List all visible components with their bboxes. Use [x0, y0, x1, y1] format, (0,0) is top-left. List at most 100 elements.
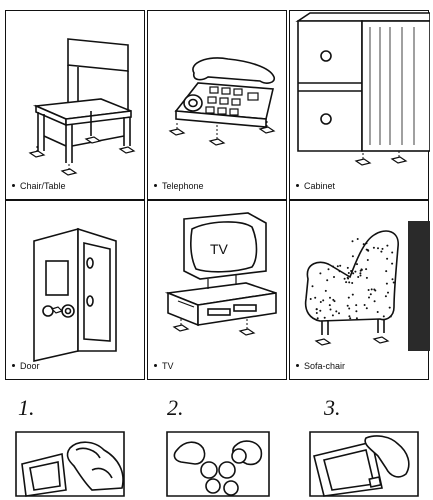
upholstery-dot [346, 304, 349, 307]
upholstery-dot [309, 298, 312, 300]
upholstery-dot [385, 282, 388, 285]
upholstery-dot [359, 272, 362, 275]
upholstery-dot [351, 282, 354, 284]
upholstery-dot [319, 301, 322, 303]
upholstery-dot [314, 296, 317, 299]
caption-door: Door [12, 361, 40, 371]
bullet-dot [12, 184, 15, 188]
upholstery-dot [333, 276, 335, 278]
upholstery-dot [363, 304, 366, 306]
upholstery-dot [351, 293, 354, 296]
upholstery-dot [315, 308, 318, 311]
upholstery-dot [328, 304, 331, 307]
upholstery-dot [373, 288, 376, 291]
upholstery-dot [324, 289, 327, 292]
caption-text: TV [162, 361, 174, 371]
upholstery-dot [370, 288, 373, 291]
upholstery-dot [367, 289, 370, 291]
sofa-chair-icon [304, 221, 430, 351]
upholstery-dot [316, 317, 319, 320]
upholstery-dot [348, 281, 351, 284]
upholstery-dot [368, 296, 370, 299]
upholstery-dot [356, 238, 359, 240]
step-number: 1. [18, 395, 35, 420]
upholstery-dot [386, 244, 389, 247]
upholstery-dot [357, 276, 360, 278]
bullet-dot [12, 364, 15, 368]
step-number: 3. [324, 395, 341, 420]
upholstery-dot [345, 281, 348, 284]
upholstery-dot [348, 307, 351, 310]
upholstery-dot [365, 307, 368, 310]
caption-text: Door [20, 361, 40, 371]
upholstery-dot [382, 315, 385, 318]
upholstery-dot [351, 240, 354, 243]
upholstery-dot [319, 309, 322, 312]
telephone-icon [168, 57, 276, 146]
upholstery-dot [354, 270, 357, 273]
upholstery-dot [376, 311, 379, 313]
step-3: 3. [292, 395, 433, 500]
upholstery-dot [355, 317, 358, 320]
step-2: 2. [147, 395, 287, 500]
upholstery-dot [385, 270, 388, 273]
wall-edge [408, 221, 430, 351]
upholstery-dot [391, 278, 394, 281]
clean-surface-icon [15, 431, 125, 497]
upholstery-dot [391, 251, 394, 254]
upholstery-dot [315, 312, 318, 314]
upholstery-dot [369, 293, 372, 296]
upholstery-dot [365, 276, 368, 279]
upholstery-dot [349, 317, 352, 320]
upholstery-dot [366, 259, 369, 261]
upholstery-dot [311, 285, 314, 288]
bullet-dot [154, 184, 157, 188]
cabinet-icon [295, 12, 430, 166]
upholstery-dot [352, 272, 355, 275]
upholstery-dot [323, 316, 326, 319]
caption-chair-table: Chair/Table [12, 181, 66, 191]
upholstery-dot [377, 247, 379, 250]
door-icon [33, 227, 117, 363]
cell-cabinet: Cabinet [289, 10, 430, 200]
caption-tv: TV [154, 361, 174, 371]
upholstery-dot [346, 266, 349, 269]
upholstery-dot [338, 312, 340, 315]
cell-door: Door [5, 200, 145, 380]
tv-screen-label: TV [210, 241, 229, 257]
upholstery-dot [365, 248, 368, 251]
chair-icon [28, 38, 136, 176]
caption-cabinet: Cabinet [296, 181, 335, 191]
upholstery-dot [355, 310, 358, 313]
upholstery-dot [384, 295, 387, 298]
peel-pad-icon [166, 431, 270, 497]
caption-text: Chair/Table [20, 181, 66, 191]
upholstery-dot [387, 291, 389, 294]
apply-pad-icon [309, 431, 419, 497]
caption-text: Cabinet [304, 181, 336, 191]
upholstery-dot [372, 246, 375, 249]
upholstery-dot [381, 247, 384, 250]
upholstery-dot [348, 315, 351, 318]
caption-telephone: Telephone [154, 181, 204, 191]
bullet-dot [296, 364, 299, 368]
upholstery-dot [319, 272, 322, 275]
tv-icon: TV [164, 212, 277, 336]
caption-text: Sofa-chair [304, 361, 346, 371]
upholstery-dot [332, 265, 334, 268]
bullet-dot [154, 364, 157, 368]
upholstery-dot [338, 270, 341, 273]
usage-grid: Chair/Table [5, 10, 430, 380]
caption-text: Telephone [162, 181, 204, 191]
cell-sofa-chair: Sofa-chair [289, 200, 430, 380]
upholstery-dot [331, 314, 334, 317]
upholstery-dot [329, 296, 331, 299]
upholstery-dot [386, 257, 389, 260]
upholstery-dot [329, 308, 332, 311]
upholstery-dot [347, 296, 350, 299]
upholstery-dot [336, 265, 339, 268]
upholstery-dot [350, 270, 353, 272]
upholstery-dot [373, 300, 376, 303]
upholstery-dot [360, 268, 363, 271]
upholstery-dot [326, 279, 329, 282]
